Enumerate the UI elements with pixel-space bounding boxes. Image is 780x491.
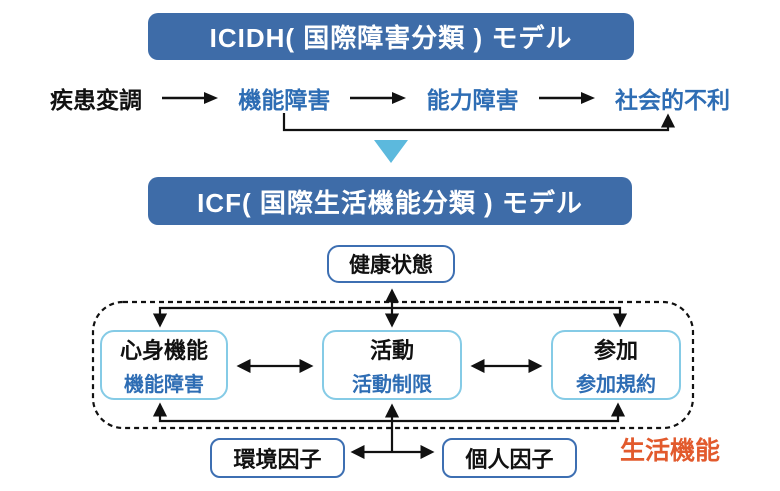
top-connector-arrows [152,306,628,328]
flow-term-impairment: 機能障害 [238,87,331,113]
flow-term-disease: 疾患変調 [50,87,142,113]
bypass-arrow [282,113,676,132]
icf-title-banner: ICF( 国際生活機能分類 ) モデル [148,177,632,225]
right-arrow-icon [350,92,407,104]
domain-sublabel: 活動制限 [352,374,432,396]
body-functions-box: 心身機能 機能障害 [100,330,228,400]
personal-factors-box: 個人因子 [442,438,577,478]
icidh-flow: 疾患変調 機能障害 能力障害 社会的不利 [50,83,730,113]
life-functions-caption: 生活機能 [620,437,721,465]
domain-label: 心身機能 [119,338,208,363]
icidh-title-banner: ICIDH( 国際障害分類 ) モデル [148,13,634,60]
activity-box: 活動 活動制限 [322,330,462,400]
domain-label: 活動 [369,338,414,363]
domain-sublabel: 参加規約 [576,374,656,396]
bottom-connector-arrows [152,402,626,423]
right-arrow-icon [538,92,595,104]
domain-label: 参加 [593,338,638,363]
right-arrow-icon [162,92,219,104]
health-state-box: 健康状態 [327,245,455,283]
domain-sublabel: 機能障害 [124,374,204,396]
flow-term-disability: 能力障害 [426,87,519,113]
environmental-factors-box: 環境因子 [210,438,345,478]
participation-box: 参加 参加規約 [551,330,681,400]
down-triangle-icon [374,140,408,163]
flow-term-handicap: 社会的不利 [614,87,730,113]
